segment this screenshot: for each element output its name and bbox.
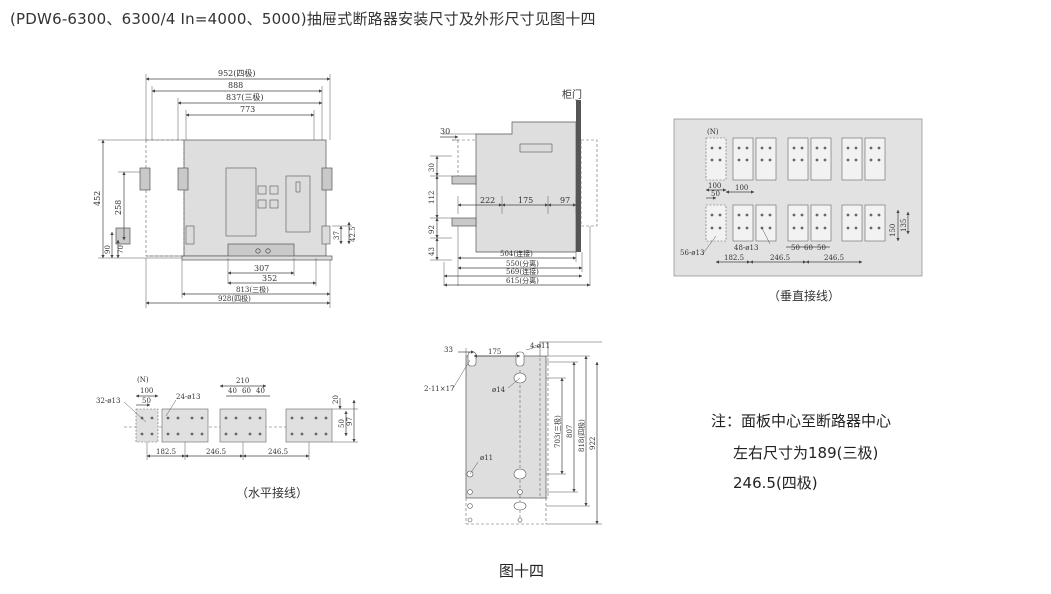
front-dim-left-2: 90 <box>104 245 112 254</box>
horiz-dim-3: 24-ø13 <box>176 393 200 401</box>
vert-dim-5: 50 <box>791 244 800 252</box>
side-dim-mid-2: 97 <box>560 196 570 205</box>
vert-dim-12: 135 <box>900 219 908 232</box>
mount-dim-0: 33 <box>444 346 453 354</box>
side-dim-top: 30 <box>440 127 450 136</box>
horiz-dim-11: 20 <box>332 395 340 404</box>
horiz-dim-10: 246.5 <box>268 448 288 456</box>
side-dim-bottom-0: 504(连接) <box>500 249 533 258</box>
vert-dim-6: 60 <box>804 244 813 252</box>
side-dim-left-3: 92 <box>428 225 436 234</box>
horiz-dim-0: 100 <box>140 387 153 395</box>
front-dim-left-3: 70 <box>117 245 125 254</box>
vert-dim-9: 246.5 <box>770 254 790 262</box>
mount-dim-9: 922 <box>589 437 597 450</box>
figure-caption: 图十四 <box>499 562 545 580</box>
vert-dim-10: 246.5 <box>824 254 844 262</box>
vert-neutral: (N) <box>707 128 719 136</box>
side-dim-bottom-3: 615(分离) <box>506 276 539 285</box>
vert-dim-8: 182.5 <box>724 254 744 262</box>
mounting-view: 33 175 4-ø11 2-11×17 ø14 ø11 703(三极) 807… <box>424 341 602 525</box>
mount-dim-7: 807 <box>566 425 574 438</box>
horiz-dim-7: 40 <box>256 387 265 395</box>
vert-dim-1: 50 <box>711 190 720 198</box>
horiz-dim-1: 50 <box>142 397 151 405</box>
mount-dim-5: ø11 <box>480 454 493 462</box>
mount-dim-4: ø14 <box>492 386 506 394</box>
side-dim-left-1: 30 <box>428 163 436 172</box>
side-dim-left-2: 112 <box>428 191 436 204</box>
side-dim-mid-0: 222 <box>480 196 495 205</box>
horizontal-wiring-caption: （水平接线） <box>236 485 308 500</box>
note-line-1: 注：面板中心至断路器中心 <box>711 412 892 430</box>
front-view: 952(四极) 888 837(三极) 773 452 258 90 70 37… <box>93 68 357 308</box>
vert-dim-7: 50 <box>817 244 826 252</box>
mount-dim-1: 175 <box>488 348 501 356</box>
mount-dim-2: 4-ø11 <box>530 342 550 350</box>
front-dim-top-0: 952(四极) <box>218 68 256 78</box>
side-dim-mid-1: 175 <box>518 196 533 205</box>
front-dim-top-1: 888 <box>228 81 243 90</box>
mount-dim-3: 2-11×17 <box>424 385 455 393</box>
front-dim-left-1: 258 <box>114 200 123 215</box>
side-door-label: 柜门 <box>562 88 582 101</box>
horiz-dim-9: 246.5 <box>206 448 226 456</box>
vertical-wiring-caption: （垂直接线） <box>768 288 840 303</box>
side-dim-bottom-2: 569(连接) <box>506 267 539 276</box>
horiz-dim-12: 50 <box>338 419 346 428</box>
vert-dim-11: 150 <box>889 224 897 237</box>
horiz-dim-6: 60 <box>242 387 251 395</box>
side-view: 柜门 30 30 112 92 43 222 175 97 <box>428 88 598 287</box>
vertical-wiring-view: (N) 100 50 100 48-ø13 56-ø13 50 60 50 18… <box>673 118 923 303</box>
vert-dim-2: 100 <box>735 184 748 192</box>
horiz-dim-2: 32-ø13 <box>96 397 120 405</box>
horiz-dim-8: 182.5 <box>156 448 176 456</box>
front-dim-top-3: 773 <box>240 105 255 114</box>
front-dim-bottom-1: 352 <box>262 274 277 283</box>
front-dim-right-0: 37 <box>333 231 341 240</box>
front-dim-top-2: 837(三极) <box>226 92 264 102</box>
front-dim-left-0: 452 <box>93 191 102 206</box>
note-line-2: 左右尺寸为189(三极) <box>733 444 879 462</box>
vert-dim-0: 100 <box>708 182 721 190</box>
horiz-dim-5: 40 <box>228 387 237 395</box>
horiz-dim-4: 210 <box>236 377 249 385</box>
side-dim-left-4: 43 <box>428 247 436 256</box>
horiz-dim-13: 97 <box>346 417 354 426</box>
horizontal-wiring-view: (N) 100 50 32-ø13 24-ø13 210 40 60 40 18… <box>96 376 358 500</box>
front-dim-bottom-3: 928(四极) <box>218 294 251 303</box>
front-dim-right-1: 42.5 <box>349 226 357 242</box>
horiz-neutral: (N) <box>137 376 149 384</box>
vert-dim-4: 56-ø13 <box>680 249 704 257</box>
side-dim-bottom-1: 550(分离) <box>506 259 539 268</box>
mount-dim-8: 818(四极) <box>577 419 586 452</box>
vert-dim-3: 48-ø13 <box>734 244 758 252</box>
note-line-3: 246.5(四极) <box>733 474 818 492</box>
front-dim-bottom-2: 813(三极) <box>236 285 269 294</box>
page-title: (PDW6-6300、6300/4 In=4000、5000)抽屉式断路器安装尺… <box>10 10 596 28</box>
front-dim-bottom-0: 307 <box>254 264 269 273</box>
mount-dim-6: 703(三极) <box>553 415 562 448</box>
